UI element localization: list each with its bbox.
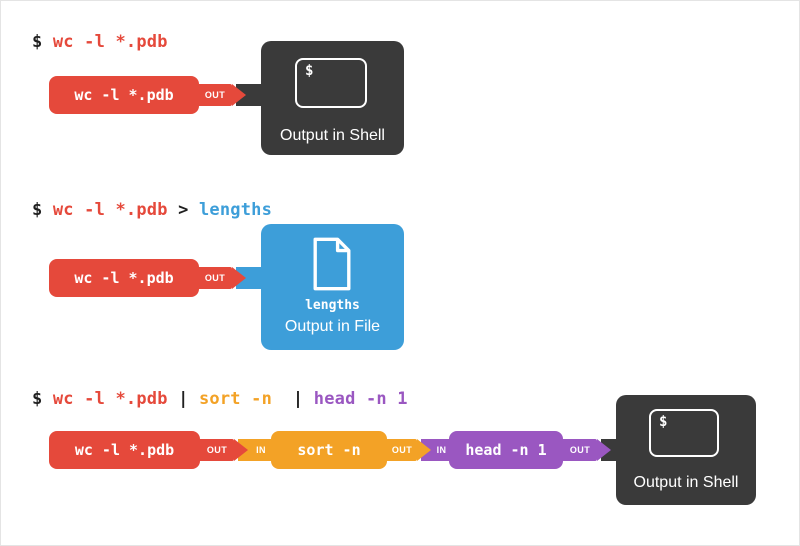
output-caption: Output in File [284, 318, 381, 335]
command-head: head -n 1 [313, 389, 408, 409]
command-wc: wc -l *.pdb [52, 200, 168, 220]
command-line-3: $ wc -l *.pdb | sort -n | head -n 1 [32, 389, 408, 409]
command-line-2: $ wc -l *.pdb > lengths [32, 200, 272, 220]
shell-prompt: $ [32, 389, 53, 409]
terminal-prompt: $ [305, 63, 314, 79]
output-caption: Output in Shell [280, 127, 385, 144]
out-label: OUT [204, 273, 226, 283]
stage-box-wc-1: wc -l *.pdb [49, 76, 199, 114]
file-output-box: lengths Output in File [261, 224, 404, 350]
stage-label: wc -l *.pdb [74, 441, 175, 459]
terminal-icon: $ [649, 409, 719, 457]
command-line-1: $ wc -l *.pdb [32, 32, 168, 52]
out-tab: OUT [198, 84, 232, 106]
pipe-operator: | [167, 389, 199, 409]
stage-label: wc -l *.pdb [74, 86, 174, 104]
out-tab: OUT [387, 439, 417, 461]
connector-wc-to-file: OUT [198, 267, 263, 289]
out-label: OUT [204, 90, 226, 100]
stage-box-sort: sort -n [271, 431, 387, 469]
stage-box-wc-3: wc -l *.pdb [49, 431, 200, 469]
stage-label: wc -l *.pdb [74, 269, 174, 287]
stage-label: head -n 1 [465, 441, 547, 459]
out-tab: OUT [563, 439, 597, 461]
in-label: IN [436, 445, 447, 455]
out-arrow-icon [234, 439, 248, 461]
stage-box-head: head -n 1 [449, 431, 563, 469]
output-filename: lengths [305, 298, 360, 313]
terminal-prompt: $ [659, 414, 668, 430]
out-tab: OUT [200, 439, 234, 461]
stage-box-wc-2: wc -l *.pdb [49, 259, 199, 297]
output-caption: Output in Shell [633, 474, 739, 491]
command-wc: wc -l *.pdb [52, 389, 168, 409]
out-label: OUT [391, 445, 413, 455]
out-arrow-icon [417, 439, 431, 461]
connector-sort-to-head: IN OUT [387, 439, 449, 461]
redirect-target: lengths [198, 200, 273, 220]
out-label: OUT [206, 445, 228, 455]
connector-head-to-shell: OUT [563, 439, 618, 461]
shell-prompt: $ [32, 32, 53, 52]
out-arrow-icon [232, 267, 246, 289]
connector-wc-to-sort: IN OUT [200, 439, 271, 461]
file-icon [313, 237, 351, 291]
out-label: OUT [569, 445, 591, 455]
command-wc: wc -l *.pdb [52, 32, 168, 52]
shell-prompt: $ [32, 200, 53, 220]
out-arrow-icon [597, 439, 611, 461]
out-arrow-icon [232, 84, 246, 106]
connector-wc-to-shell: OUT [198, 84, 263, 106]
stage-label: sort -n [297, 441, 361, 459]
pipe-operator: | [272, 389, 314, 409]
shell-output-box-2: $ Output in Shell [616, 395, 756, 505]
in-label: IN [256, 445, 266, 455]
terminal-icon: $ [295, 58, 367, 108]
shell-output-box-1: $ Output in Shell [261, 41, 404, 155]
command-sort: sort -n [198, 389, 273, 409]
out-tab: OUT [198, 267, 232, 289]
redirect-operator: > [167, 200, 199, 220]
